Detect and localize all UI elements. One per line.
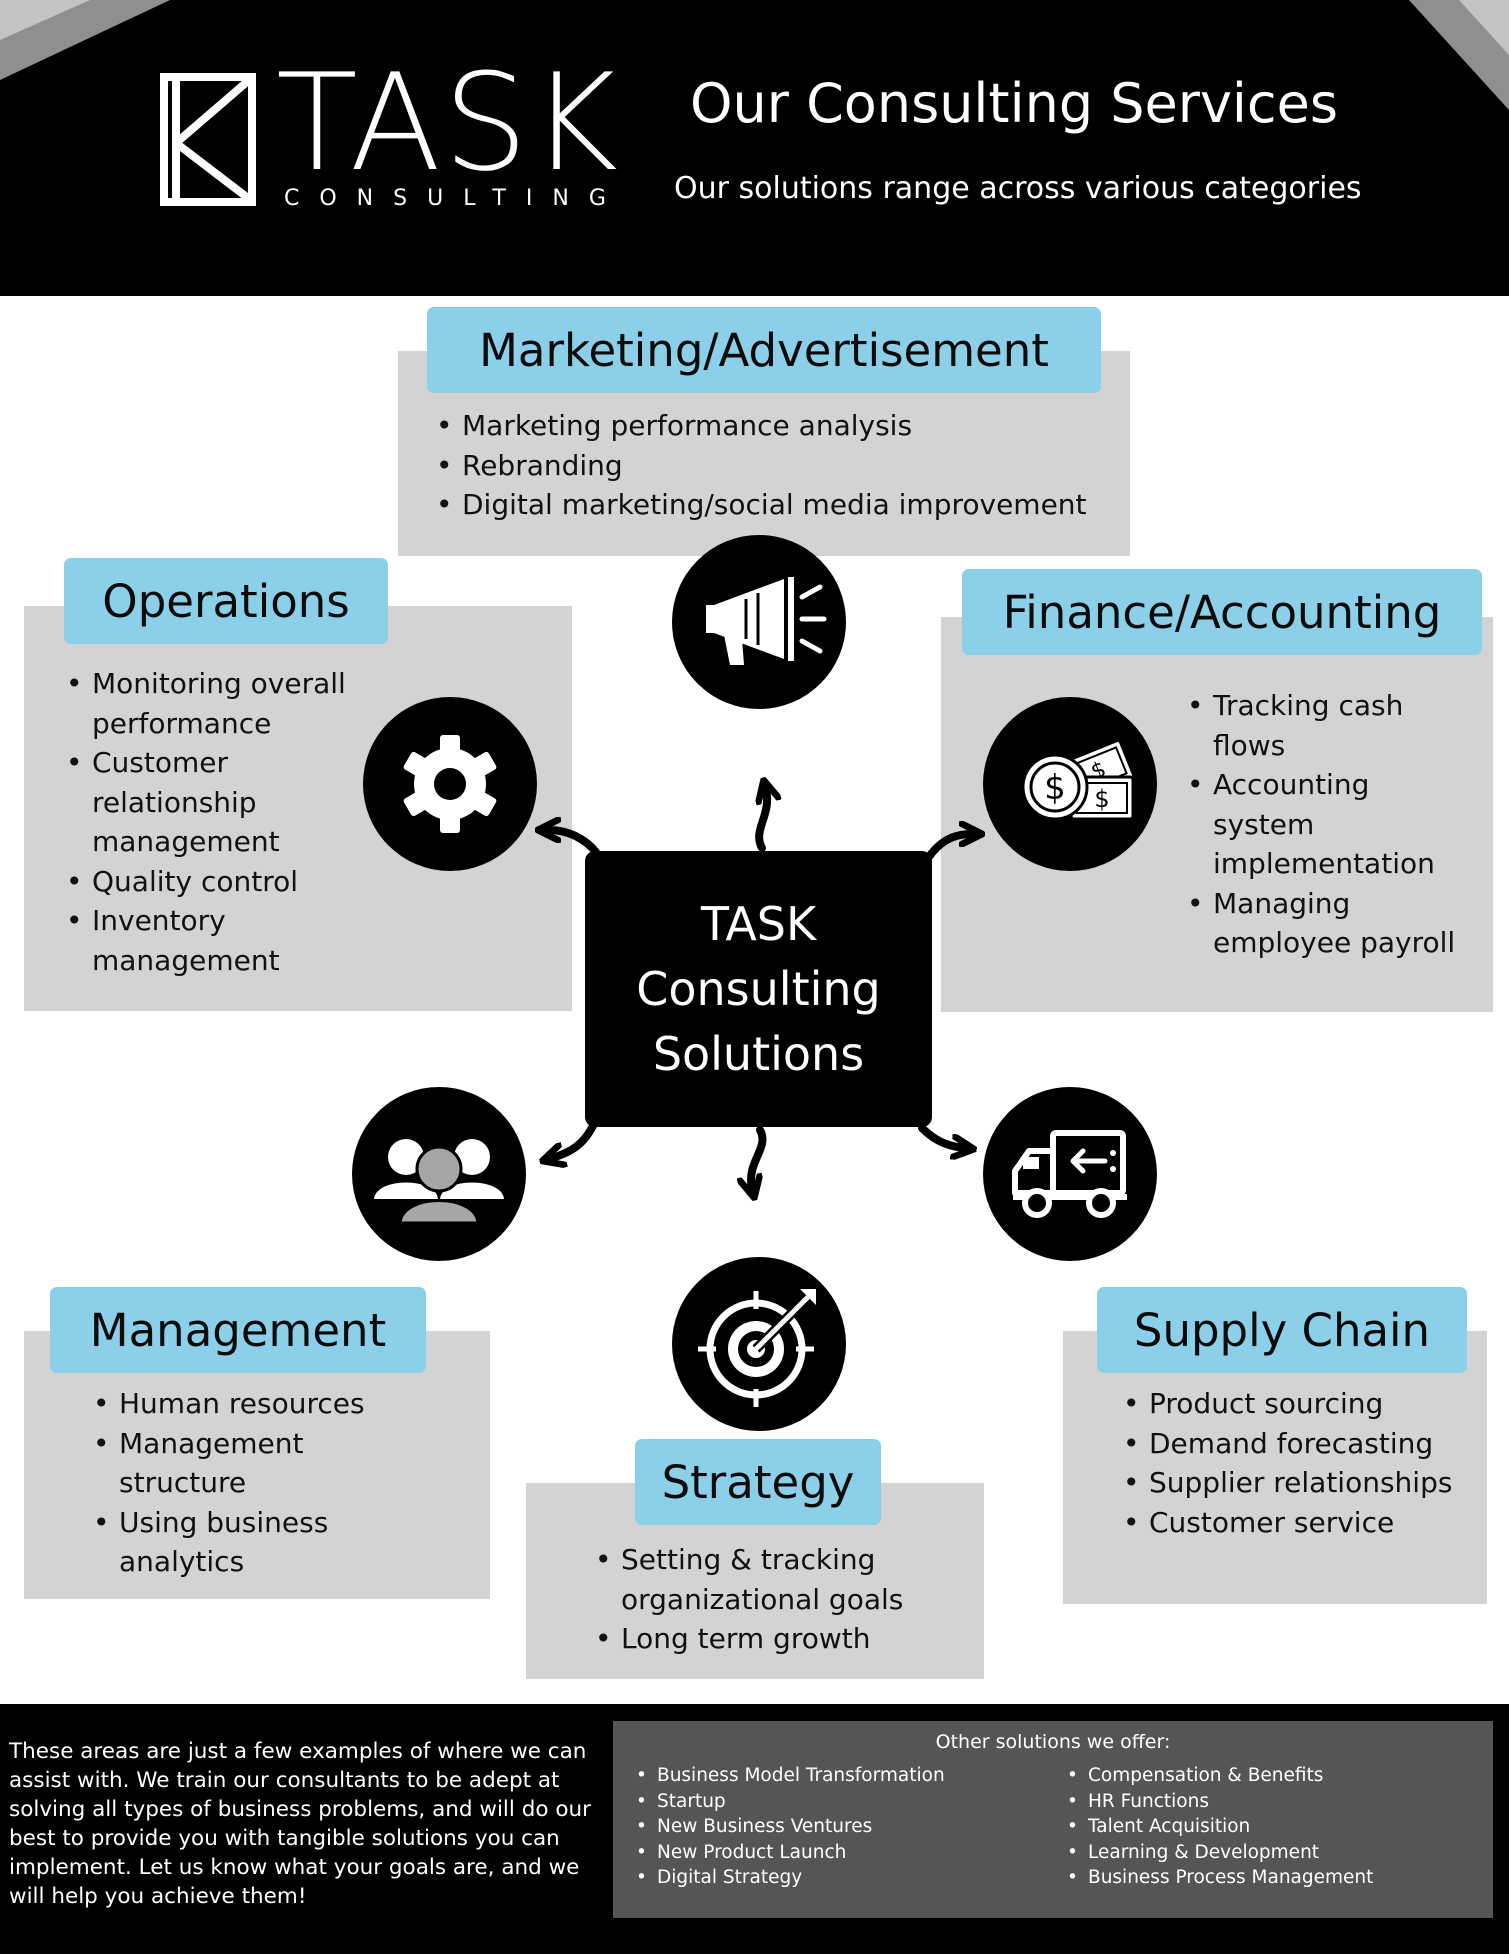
list-item: Long term growth: [595, 1619, 935, 1659]
finance-title: Finance/Accounting: [962, 569, 1482, 655]
delivery-truck-icon: [1012, 1130, 1127, 1218]
logo-wordmark: TASK: [276, 45, 621, 201]
other-solutions-box: Other solutions we offer: Business Model…: [613, 1721, 1493, 1918]
finance-list: Tracking cash flowsAccounting system imp…: [1187, 686, 1467, 963]
logo-subtitle: CONSULTING: [284, 186, 626, 211]
marketing-icon-circle: [672, 535, 846, 709]
list-item: Marketing performance analysis: [436, 406, 1126, 446]
list-item: Monitoring overall performance: [66, 664, 366, 743]
marketing-title: Marketing/Advertisement: [427, 307, 1101, 393]
list-item: Digital Strategy: [630, 1865, 1030, 1891]
list-item: Demand forecasting: [1123, 1424, 1473, 1464]
center-line-1: TASK: [700, 896, 817, 951]
list-item: Managing employee payroll: [1187, 884, 1467, 963]
finance-icon-circle: $ $ $: [983, 697, 1157, 871]
svg-text:$: $: [1094, 785, 1109, 813]
list-item: Digital marketing/social media improveme…: [436, 485, 1126, 525]
list-item: Human resources: [93, 1384, 393, 1424]
management-list: Human resourcesManagement structureUsing…: [93, 1384, 393, 1582]
supply-chain-list: Product sourcingDemand forecastingSuppli…: [1123, 1384, 1473, 1542]
strategy-title: Strategy: [635, 1439, 881, 1525]
money-icon: $ $ $: [1021, 738, 1135, 821]
strategy-icon-circle: [672, 1257, 846, 1431]
management-icon-circle: [352, 1087, 526, 1261]
operations-icon-circle: [363, 697, 537, 871]
header-corner-decoration-right: [1409, 0, 1509, 110]
other-solutions-left-list: Business Model TransformationStartupNew …: [630, 1763, 1030, 1891]
list-item: Customer service: [1123, 1503, 1473, 1543]
page-title: Our Consulting Services: [690, 72, 1338, 135]
list-item: New Business Ventures: [630, 1814, 1030, 1840]
svg-text:$: $: [1044, 768, 1066, 808]
strategy-list: Setting & tracking organizational goalsL…: [595, 1540, 935, 1659]
list-item: Product sourcing: [1123, 1384, 1473, 1424]
megaphone-icon: [706, 577, 827, 665]
list-item: Quality control: [66, 862, 366, 902]
logo-mark-icon: [160, 73, 256, 206]
list-item: Supplier relationships: [1123, 1463, 1473, 1503]
operations-title: Operations: [64, 558, 388, 644]
list-item: HR Functions: [1061, 1789, 1481, 1815]
other-solutions-right-list: Compensation & BenefitsHR FunctionsTalen…: [1061, 1763, 1481, 1891]
list-item: Business Process Management: [1061, 1865, 1481, 1891]
supply-chain-title: Supply Chain: [1097, 1287, 1467, 1373]
footer: These areas are just a few examples of w…: [0, 1704, 1509, 1954]
list-item: Tracking cash flows: [1187, 686, 1467, 765]
list-item: New Product Launch: [630, 1840, 1030, 1866]
supply-chain-icon-circle: [983, 1087, 1157, 1261]
list-item: Talent Acquisition: [1061, 1814, 1481, 1840]
gear-icon: [403, 735, 497, 833]
list-item: Customer relationship management: [66, 743, 366, 862]
list-item: Learning & Development: [1061, 1840, 1481, 1866]
list-item: Using business analytics: [93, 1503, 393, 1582]
list-item: Startup: [630, 1789, 1030, 1815]
list-item: Rebranding: [436, 446, 1126, 486]
other-solutions-title: Other solutions we offer:: [935, 1731, 1171, 1753]
center-box: TASK Consulting Solutions: [585, 851, 932, 1127]
footer-description: These areas are just a few examples of w…: [9, 1739, 591, 1909]
target-icon: [698, 1289, 816, 1407]
list-item: Management structure: [93, 1424, 393, 1503]
header-corner-decoration-left: [0, 0, 170, 80]
marketing-list: Marketing performance analysisRebranding…: [436, 406, 1126, 525]
list-item: Inventory management: [66, 901, 366, 980]
list-item: Business Model Transformation: [630, 1763, 1030, 1789]
operations-list: Monitoring overall performanceCustomer r…: [66, 664, 366, 980]
people-icon: [374, 1139, 504, 1225]
center-line-3: Solutions: [652, 1026, 865, 1081]
list-item: Setting & tracking organizational goals: [595, 1540, 935, 1619]
center-line-2: Consulting: [636, 961, 881, 1016]
management-title: Management: [50, 1287, 426, 1373]
page-subtitle: Our solutions range across various categ…: [674, 171, 1362, 206]
list-item: Compensation & Benefits: [1061, 1763, 1481, 1789]
list-item: Accounting system implementation: [1187, 765, 1467, 884]
header: TASK CONSULTING Our Consulting Services …: [0, 0, 1509, 296]
